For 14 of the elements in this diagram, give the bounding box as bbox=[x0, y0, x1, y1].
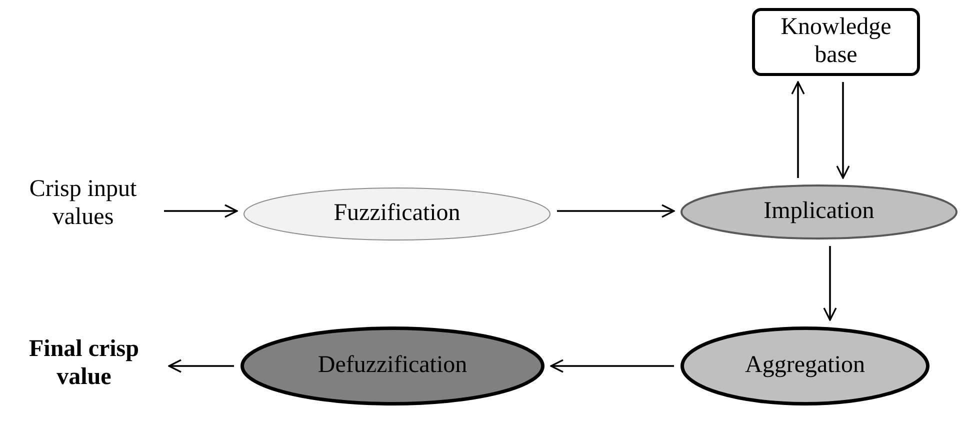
node-label: Fuzzification bbox=[334, 200, 460, 228]
knowledge-box: Knowledge base bbox=[752, 8, 920, 76]
arrow bbox=[557, 204, 675, 218]
arrow bbox=[550, 359, 674, 373]
arrow bbox=[791, 81, 805, 178]
output-label: Final crisp value bbox=[5, 318, 163, 410]
arrow bbox=[164, 204, 238, 218]
node-label: Aggregation bbox=[745, 352, 865, 380]
input-label: Crisp input values bbox=[8, 168, 158, 240]
arrow bbox=[823, 246, 837, 321]
node-label: Implication bbox=[764, 198, 874, 226]
arrow bbox=[168, 359, 234, 373]
node-label: Defuzzification bbox=[318, 352, 468, 380]
arrow bbox=[836, 82, 850, 179]
